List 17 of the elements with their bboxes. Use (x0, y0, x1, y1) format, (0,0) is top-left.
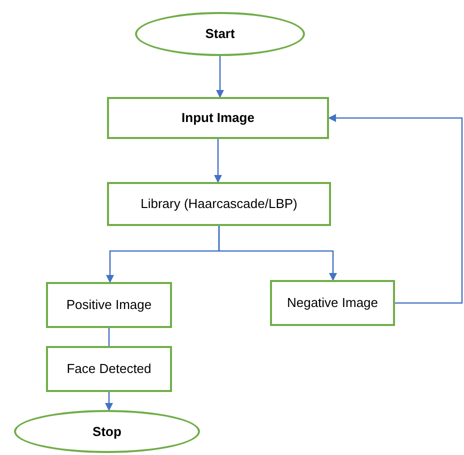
node-label: Stop (92, 422, 122, 440)
node-label: Start (205, 25, 235, 43)
arrow (328, 114, 463, 304)
node-label: Negative Image (286, 294, 378, 312)
arrow (214, 139, 222, 183)
arrow (216, 56, 224, 98)
process-box (107, 182, 331, 226)
process-box (270, 280, 395, 326)
arrow (105, 392, 113, 411)
node-label: Positive Image (66, 296, 152, 314)
node-label: Library (Haarcascade/LBP) (140, 195, 298, 213)
arrow (218, 226, 337, 281)
process-box (46, 346, 172, 392)
node-label: Face Detected (66, 360, 152, 378)
process-box (107, 97, 329, 139)
node-label: Input Image (182, 109, 254, 127)
process-box (46, 282, 172, 328)
